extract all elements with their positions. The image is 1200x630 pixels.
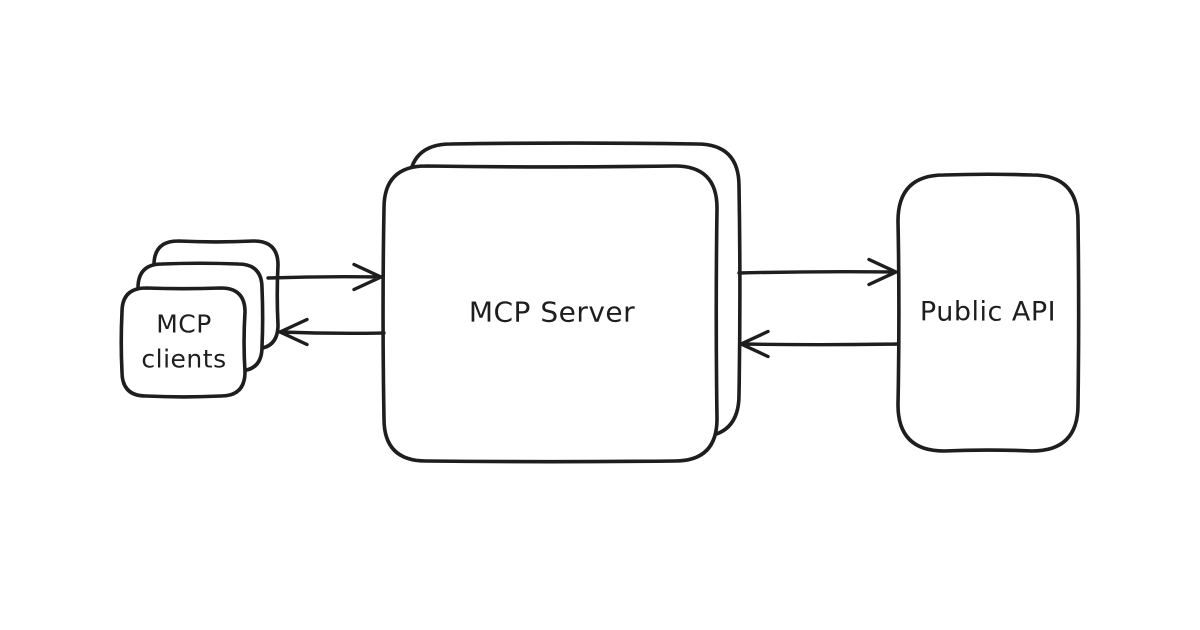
public-api-box (896, 172, 1081, 453)
server-node-label: MCP Server (468, 295, 636, 329)
arrow-server-to-api (737, 257, 898, 287)
server-box-front (381, 164, 719, 464)
arrow-server-to-clients (278, 317, 386, 347)
arrow-api-to-server (739, 329, 900, 359)
clients-card-front (119, 286, 247, 399)
public-api-node-label: Public API (919, 296, 1057, 328)
arrow-clients-to-server (266, 262, 383, 292)
clients-node-label: MCP clients (141, 309, 227, 374)
